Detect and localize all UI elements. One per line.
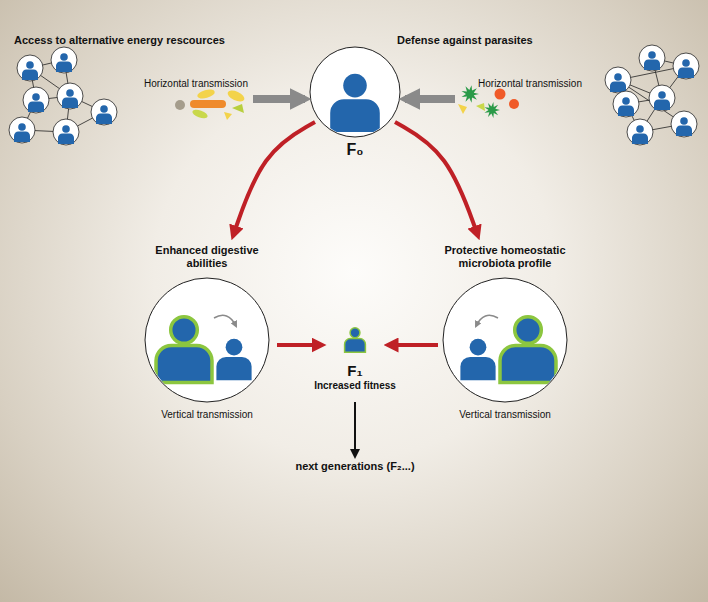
person-icon [56,53,72,72]
frame-circle [145,278,269,402]
person-icon [678,59,694,78]
person-icon [345,328,366,352]
diagram-node: Protective homeostatic microbiota profil… [408,236,598,426]
node-sublabel: Vertical transmission [459,409,551,421]
social-network [9,47,117,145]
person-icon [22,61,38,80]
transmission-arrow [405,95,455,103]
diagram-node: F₁Increased fitness [300,318,410,400]
transmission-arrow [233,122,315,236]
social-network [605,45,699,145]
node-sublabel: Increased fitness [314,380,396,392]
node-label: Enhanced digestive abilities [151,244,263,270]
transmission-arrow [395,122,478,236]
transmission-arrow [388,343,438,347]
node-label: F₀ [347,140,364,159]
person-icon [618,97,634,116]
node-label: F₁ [347,362,362,380]
person-icon [58,125,74,144]
person-icon [676,117,692,136]
person-icon [632,125,648,144]
node-label: Protective homeostatic microbiota profil… [420,244,590,270]
person-icon [460,339,495,380]
circle-content [460,317,556,383]
person-icon [654,91,670,110]
diagram-node: Enhanced digestive abilitiesVertical tra… [120,236,300,426]
person-icon [14,123,30,142]
node-label: Access to alternative energy rescources [14,34,225,47]
node-label: next generations (F₂...) [295,460,414,473]
node-sublabel: Horizontal transmission [478,78,582,90]
person-icon [156,317,212,383]
diagram-node: next generations (F₂...) [280,456,430,478]
node-sublabel: Vertical transmission [161,409,253,421]
frame-circle [443,278,567,402]
circle-content [156,317,252,383]
person-icon [96,105,112,124]
person-icon [28,93,44,112]
person-icon [610,73,626,92]
diagram-node: Defense against parasitesHorizontal tran… [392,28,700,153]
person-icon [644,51,660,70]
transfer-arrow [476,315,498,326]
person-icon [62,89,78,108]
node-label: Defense against parasites [397,34,533,47]
circle-content [330,74,380,132]
frame-circle [310,47,400,137]
person-icon [330,74,380,132]
transmission-arrow [277,343,322,347]
transfer-arrow [214,315,236,326]
person-icon [500,317,556,383]
person-icon [216,339,251,380]
diagram-node: Access to alternative energy rescourcesH… [8,28,290,153]
transmission-arrow [253,95,305,103]
node-sublabel: Horizontal transmission [144,78,248,90]
transmission-arrow [354,402,356,456]
diagram-node: F₀ [305,44,405,164]
